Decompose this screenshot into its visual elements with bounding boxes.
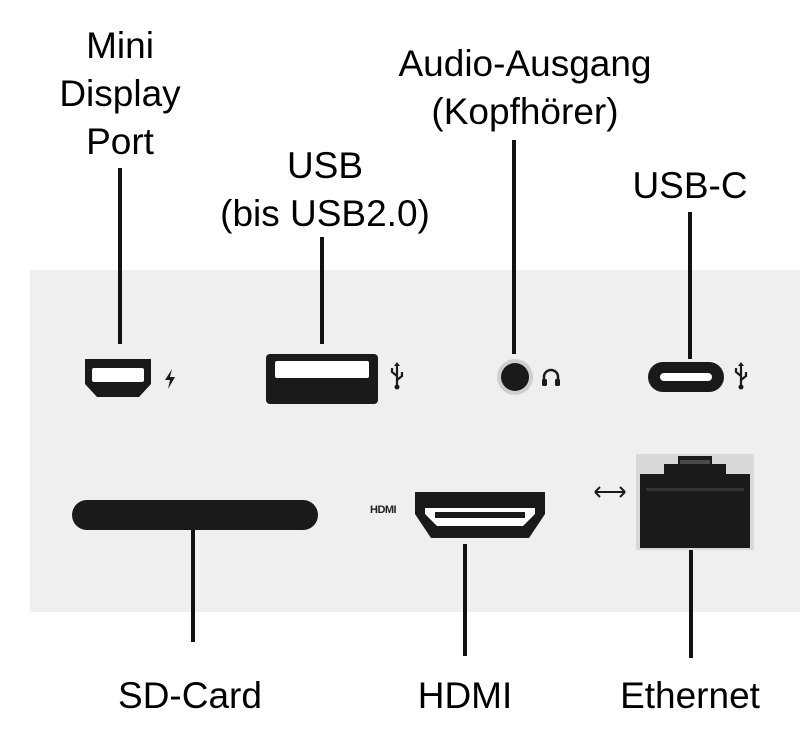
ethernet-arrows-icon: [593, 484, 627, 500]
usb-a-port: [266, 354, 378, 404]
ethernet-leader-line: [689, 548, 693, 658]
usb-c-label: USB-C: [632, 165, 748, 206]
hdmi-label: HDMI: [417, 675, 513, 716]
hdmi-port: [413, 490, 547, 540]
usb-c-port: [648, 362, 724, 392]
hdmi-logo: HDMI: [370, 504, 397, 516]
usb-icon: [733, 362, 749, 390]
port-panel: [30, 270, 800, 612]
headphones-icon: [541, 366, 561, 388]
sd-card-slot: [72, 500, 318, 530]
usb-label: USB (bis USB2.0): [220, 145, 430, 234]
audio-leader-line: [512, 140, 516, 354]
usb-icon: [389, 362, 405, 390]
sd-card-label: SD-Card: [118, 675, 262, 716]
mini-display-port-leader-line: [118, 168, 122, 344]
usb-leader-line: [320, 237, 324, 344]
hdmi-leader-line: [463, 544, 467, 656]
mini-display-port: [82, 356, 154, 400]
ethernet-label: Ethernet: [620, 675, 760, 716]
usb-c-leader-line: [688, 212, 692, 359]
sd-card-leader-line: [191, 530, 195, 642]
audio-jack: [495, 357, 535, 397]
audio-output-label: Audio-Ausgang (Kopfhörer): [398, 43, 652, 132]
ethernet-port: [636, 454, 754, 550]
mini-display-port-label: Mini Display Port: [59, 25, 181, 162]
thunderbolt-icon: [163, 368, 177, 390]
